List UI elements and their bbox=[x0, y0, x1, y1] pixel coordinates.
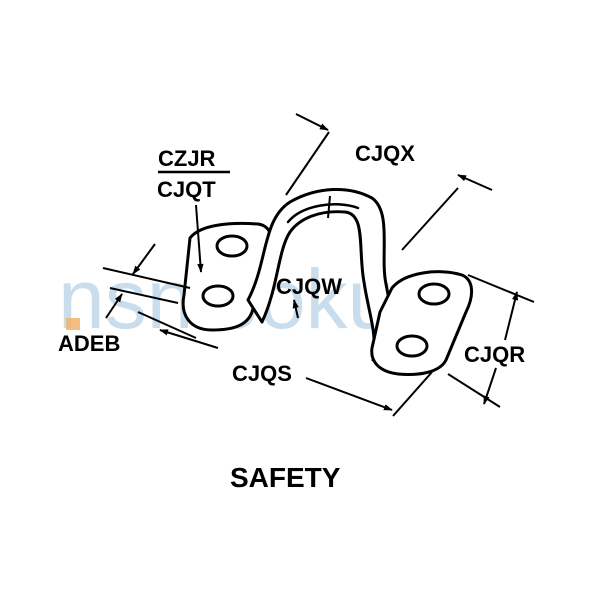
cjqs-extension-right bbox=[392, 371, 433, 417]
dimension-labels: CZJR CJQT CJQX CJQW ADEB CJQS CJQR SAFET… bbox=[58, 141, 525, 493]
arch-edge bbox=[286, 203, 360, 224]
adeb-extension-bottom bbox=[109, 287, 179, 304]
hasp-part bbox=[181, 188, 473, 376]
cjqw-leader-top bbox=[327, 195, 331, 219]
adeb-arrow-bottom bbox=[105, 293, 123, 319]
label-cjqx: CJQX bbox=[355, 141, 415, 166]
cjqs-arrow-left bbox=[159, 329, 219, 349]
hole-front-top bbox=[417, 282, 451, 306]
label-cjqr: CJQR bbox=[464, 342, 525, 367]
czjr-leader bbox=[195, 204, 204, 273]
cjqx-extension-left bbox=[285, 131, 330, 196]
cjqr-extension-bottom bbox=[447, 373, 501, 408]
dimension-lines bbox=[102, 113, 535, 417]
label-cjqw: CJQW bbox=[276, 274, 342, 299]
hole-front-bottom bbox=[395, 334, 429, 358]
cjqx-arrow-right bbox=[457, 174, 493, 191]
adeb-extension-top bbox=[102, 267, 191, 289]
cjqr-extension-top bbox=[467, 274, 535, 303]
cjqs-extension-left bbox=[137, 311, 197, 339]
cjqr-arrow-top bbox=[504, 291, 519, 341]
label-cjqt: CJQT bbox=[157, 177, 216, 202]
cjqr-arrow-bottom bbox=[483, 367, 497, 405]
hole-back-top bbox=[215, 234, 249, 258]
cjqs-arrow-right bbox=[305, 377, 393, 411]
cjqx-arrow-left bbox=[295, 113, 329, 131]
caption: SAFETY bbox=[230, 462, 341, 493]
watermark-accent bbox=[66, 318, 80, 330]
label-czjr: CZJR bbox=[158, 146, 216, 171]
hole-back-bottom bbox=[201, 284, 235, 308]
label-adeb: ADEB bbox=[58, 331, 120, 356]
adeb-arrow-top bbox=[132, 243, 156, 275]
cjqw-leader-bottom bbox=[292, 299, 299, 319]
label-cjqs: CJQS bbox=[232, 361, 292, 386]
cjqx-extension-right bbox=[401, 187, 459, 251]
